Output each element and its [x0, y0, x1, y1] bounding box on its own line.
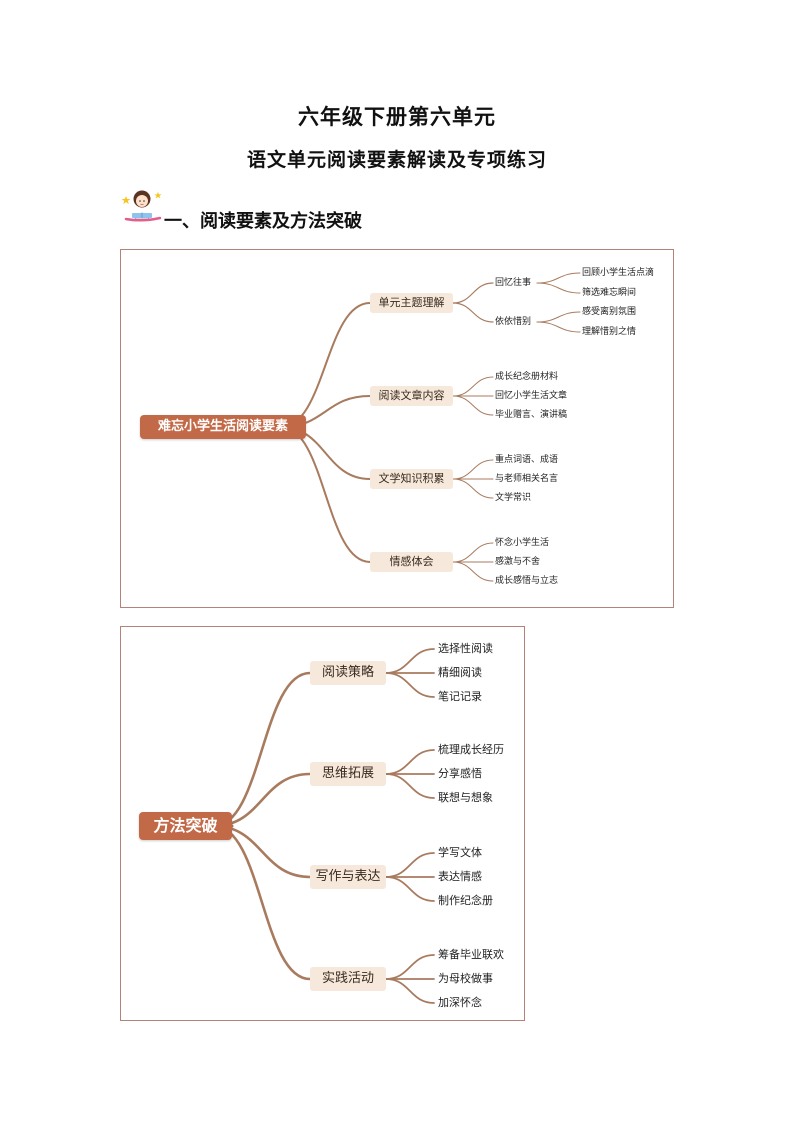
leaf-node: 筹备毕业联欢: [438, 948, 504, 961]
connector-line: [536, 282, 581, 294]
branch-node: 情感体会: [370, 552, 453, 572]
leaf-node: 分享感悟: [438, 767, 482, 780]
branch-node: 阅读策略: [310, 661, 386, 685]
leaf-node: 毕业赠言、演讲稿: [495, 410, 568, 420]
connector-line: [452, 459, 494, 480]
connector-line: [385, 648, 435, 674]
branch-node: 文学知识积累: [370, 469, 453, 489]
leaf-node: 表达情感: [438, 870, 482, 883]
connector-line: [212, 671, 312, 828]
leaf-node: 成长纪念册材料: [495, 372, 559, 382]
connector-line: [536, 311, 581, 323]
branch-node: 阅读文章内容: [370, 386, 453, 406]
connector-line: [385, 749, 435, 775]
mind-map-reading-elements: 难忘小学生活阅读要素 单元主题理解 回忆往事 回顾小学生活点滴筛选难忘瞬间依依惜别 感受…: [120, 249, 674, 608]
section-heading: 一、阅读要素及方法突破: [164, 211, 362, 232]
connector-line: [385, 852, 435, 878]
connector-line: [452, 561, 494, 582]
leaf-node: 梳理成长经历: [438, 743, 504, 756]
branch-node: 实践活动: [310, 967, 386, 991]
leaf-node: 与老师相关名言: [495, 474, 559, 484]
root-node: 难忘小学生活阅读要素: [140, 415, 306, 439]
sub-branch-node: 依依惜别: [495, 317, 532, 327]
leaf-node: 联想与想象: [438, 791, 493, 804]
leaf-node: 学写文体: [438, 846, 482, 859]
leaf-node: 笔记记录: [438, 690, 482, 703]
leaf-node: 为母校做事: [438, 972, 493, 985]
connector-line: [452, 542, 494, 563]
leaf-node: 文学常识: [495, 493, 532, 503]
leaf-node: 理解惜别之情: [582, 327, 637, 337]
connector-line: [452, 282, 494, 304]
connector-line: [385, 672, 435, 698]
leaf-node: 感激与不舍: [495, 557, 541, 567]
leaf-node: 制作纪念册: [438, 894, 493, 907]
connector-line: [280, 302, 371, 428]
connector-line: [452, 395, 494, 416]
leaf-node: 加深怀念: [438, 996, 482, 1009]
connector-line: [452, 302, 494, 323]
leaf-node: 成长感悟与立志: [495, 576, 559, 586]
connector-line: [280, 426, 371, 563]
leaf-node: 选择性阅读: [438, 642, 493, 655]
connector-line: [385, 876, 435, 902]
leaf-node: 回顾小学生活点滴: [582, 268, 655, 278]
connector-line: [536, 272, 581, 284]
connector-line: [452, 478, 494, 499]
leaf-node: 感受离别氛围: [582, 307, 637, 317]
leaf-node: 回忆小学生活文章: [495, 391, 568, 401]
leaf-node: 重点词语、成语: [495, 455, 559, 465]
document-subtitle: 语文单元阅读要素解读及专项练习: [246, 149, 547, 171]
girl-reading-mascot-icon: [121, 190, 162, 222]
connector-line: [385, 773, 435, 799]
connector-line: [212, 824, 312, 981]
connector-line: [536, 321, 581, 333]
branch-node: 写作与表达: [310, 865, 386, 889]
document-title: 六年级下册第六单元: [298, 105, 496, 129]
leaf-node: 筛选难忘瞬间: [582, 288, 637, 298]
leaf-node: 精细阅读: [438, 666, 482, 679]
leaf-node: 怀念小学生活: [495, 538, 550, 548]
connector-line: [385, 954, 435, 980]
mind-map-method-breakthrough: 方法突破 阅读策略 选择性阅读精细阅读笔记记录思维拓展 梳理成长经历分享感悟联想与想象…: [120, 626, 525, 1021]
branch-node: 思维拓展: [310, 762, 386, 786]
sub-branch-node: 回忆往事: [495, 278, 532, 288]
connector-line: [385, 978, 435, 1004]
branch-node: 单元主题理解: [370, 293, 453, 313]
connector-line: [452, 376, 494, 397]
root-node: 方法突破: [139, 812, 232, 840]
